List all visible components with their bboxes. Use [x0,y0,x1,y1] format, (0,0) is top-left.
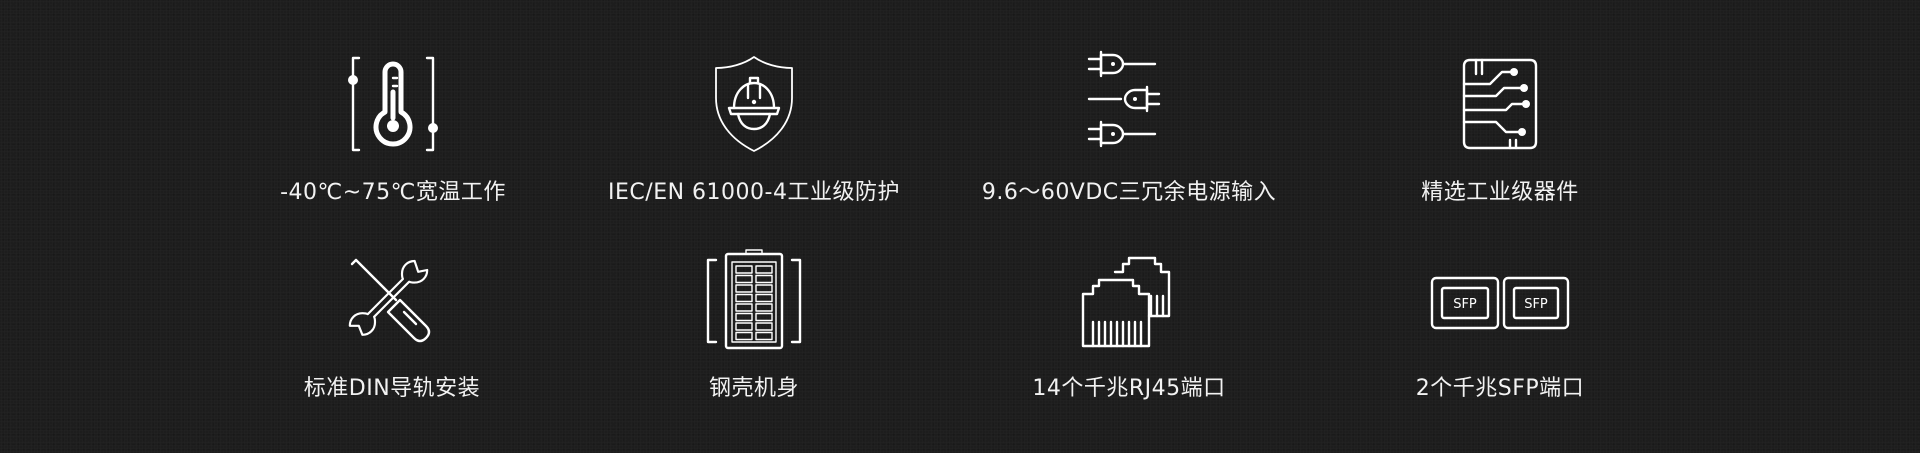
feature-label: 标准DIN导轨安装 [303,376,481,401]
feature-label: 14个千兆RJ45端口 [1032,376,1226,401]
feature-label: 9.6～60VDC三冗余电源输入 [981,180,1277,205]
sfp-port-icon: SFP SFP [1430,250,1570,350]
feature-iec-protection: IEC/EN 61000-4工业级防护 [564,54,944,249]
device-port [735,312,753,322]
device-port [755,303,773,312]
device-port [755,274,773,284]
device-port [735,303,753,312]
rj45-port-icon [1079,250,1179,350]
feature-sfp-ports: SFP SFP 2个千兆SFP端口 [1310,250,1690,445]
sfp-port-text: SFP [1453,297,1477,312]
device-port [755,312,773,322]
device-port [755,331,773,341]
power-plugs-icon [1079,50,1179,154]
feature-industrial-components: 精选工业级器件 [1310,54,1690,249]
device-port [735,331,753,341]
device-port [755,265,773,274]
device-port [735,293,753,303]
feature-din-rail: 标准DIN导轨安装 [202,250,582,445]
device-port [755,284,773,293]
feature-label: -40℃~75℃宽温工作 [280,180,506,205]
switch-device-icon [704,249,804,350]
device-port [735,274,753,284]
circuit-chip-icon [1450,54,1550,154]
feature-wide-temperature: -40℃~75℃宽温工作 [203,54,583,249]
feature-label: 2个千兆SFP端口 [1415,376,1585,401]
feature-label: 钢壳机身 [708,376,799,401]
feature-steel-case: 钢壳机身 [564,249,944,445]
shield-helmet-icon [704,54,804,154]
tools-icon [342,250,442,350]
device-port [735,284,753,293]
device-port [735,322,753,331]
sfp-port-text: SFP [1524,297,1548,312]
device-port [755,322,773,331]
device-port [755,293,773,303]
feature-label: 精选工业级器件 [1421,180,1579,205]
thermometer-icon [343,54,443,154]
feature-label: IEC/EN 61000-4工业级防护 [608,180,900,205]
feature-redundant-power: 9.6～60VDC三冗余电源输入 [939,50,1319,249]
feature-rj45-ports: 14个千兆RJ45端口 [939,250,1319,445]
device-port [735,265,753,274]
